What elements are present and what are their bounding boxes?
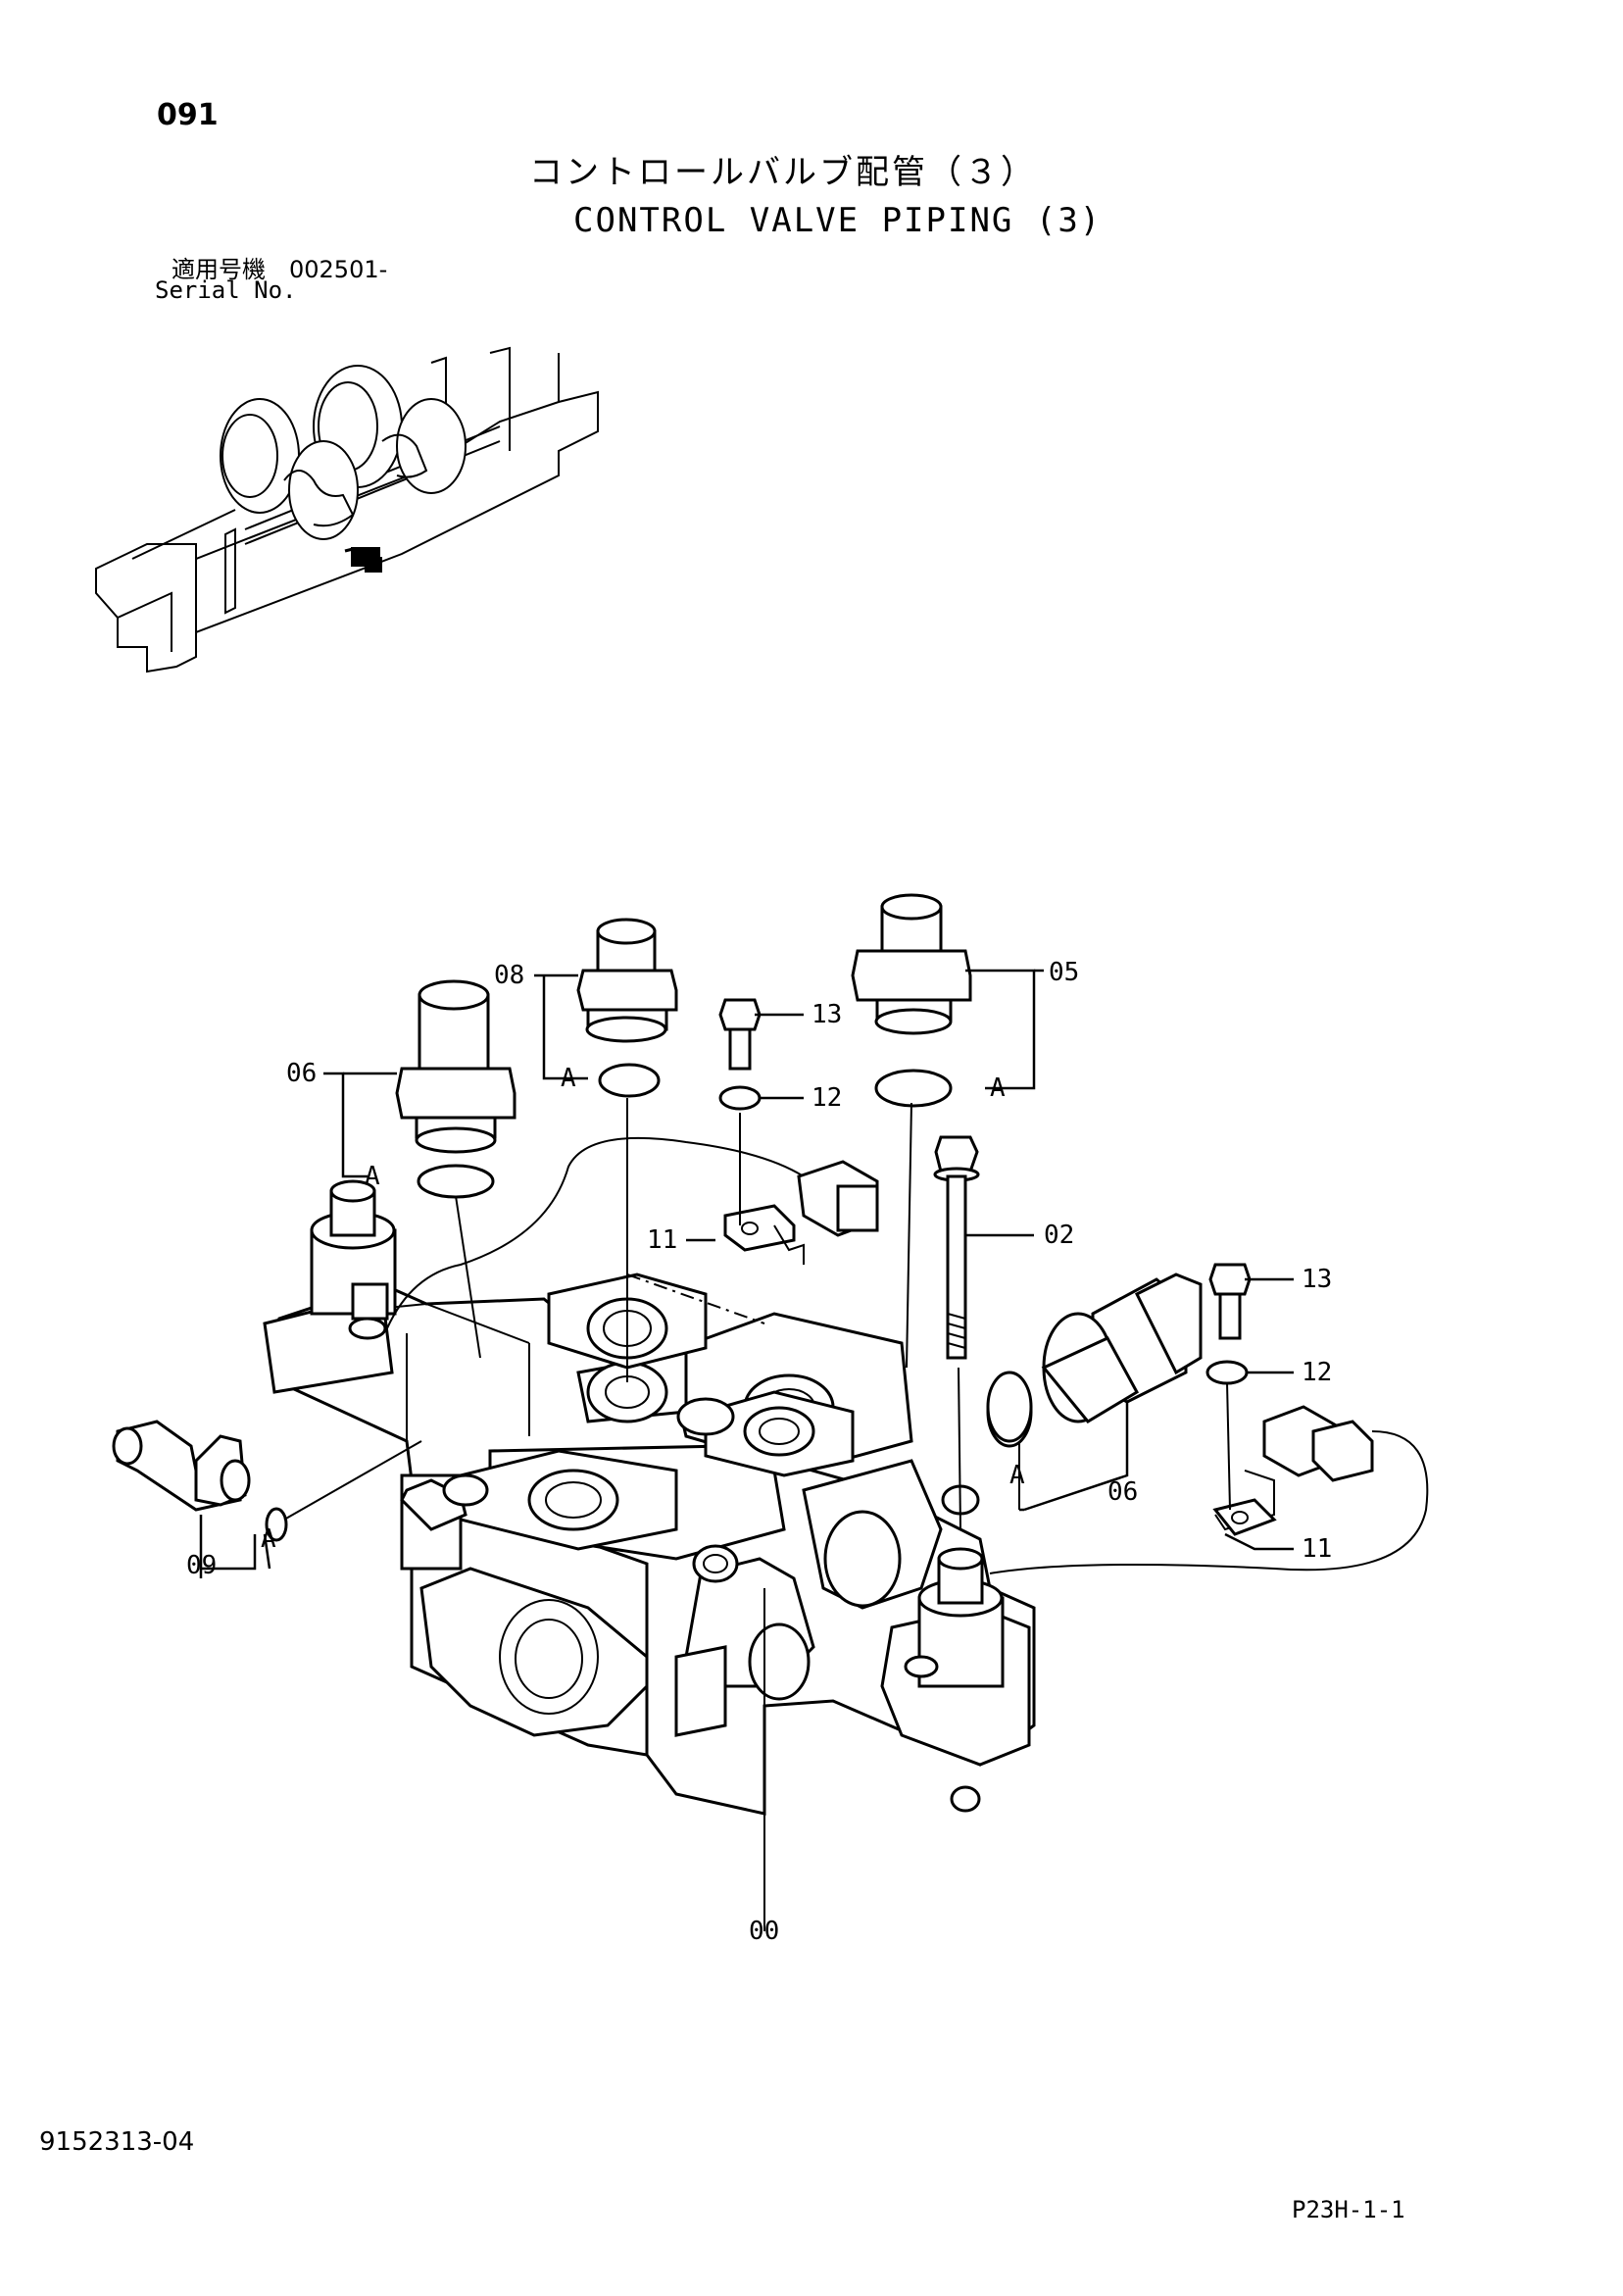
callout-12-upper: 12	[812, 1083, 842, 1113]
solenoid-valve-right	[904, 1547, 1005, 1688]
control-valve-body	[263, 1273, 1036, 1816]
callout-05: 05	[1049, 958, 1079, 987]
washer-12-lower	[1205, 1360, 1249, 1385]
bolt-13-upper	[718, 998, 762, 1071]
serial-number-label-japanese: 適用号機 002501-	[172, 256, 388, 283]
reference-a-fitting-06-upper: A	[365, 1162, 380, 1191]
page-number: 091	[157, 98, 219, 132]
fitting-05	[851, 893, 972, 1108]
callout-02: 02	[1044, 1221, 1074, 1250]
serial-number-label-english: Serial No.	[155, 276, 297, 304]
o-ring-06-lower	[986, 1371, 1033, 1443]
callout-09: 09	[186, 1551, 217, 1580]
elbow-fitting-09	[112, 1420, 288, 1542]
callout-13-lower: 13	[1302, 1265, 1332, 1294]
wire-harness-left	[386, 1136, 805, 1329]
fitting-06-upper	[395, 979, 516, 1199]
long-bolt-02	[933, 1135, 980, 1360]
callout-00: 00	[749, 1917, 779, 1946]
bolt-13-lower	[1208, 1263, 1252, 1340]
callout-06-upper: 06	[286, 1059, 317, 1088]
page-title-japanese: コントロールバルブ配管（３）	[529, 153, 1037, 192]
page-title-english: CONTROL VALVE PIPING (3)	[573, 201, 1103, 240]
reference-a-fitting-06-lower: A	[1009, 1461, 1025, 1490]
callout-11-upper: 11	[647, 1225, 677, 1255]
callout-12-lower: 12	[1302, 1358, 1332, 1387]
reference-a-fitting-08: A	[561, 1064, 576, 1093]
callout-11-lower: 11	[1302, 1534, 1332, 1564]
connector-lower	[1212, 1405, 1374, 1536]
callout-labels: 08 06 05 13 12 11 02 13 12 06 11 09 00 A…	[186, 958, 1332, 1946]
wire-harness-right	[989, 1430, 1429, 1574]
callout-06-lower: 06	[1107, 1477, 1138, 1507]
callout-brackets	[199, 969, 1294, 1578]
fitting-08	[576, 918, 678, 1098]
reference-a-elbow-09: A	[261, 1524, 276, 1554]
page-reference: P23H-1-1	[1292, 2196, 1405, 2223]
callout-08: 08	[494, 961, 524, 990]
locator-illustration	[95, 346, 599, 674]
callout-13-upper: 13	[812, 1000, 842, 1029]
washer-12-upper	[718, 1085, 762, 1111]
document-number: 9152313-04	[39, 2127, 195, 2157]
solenoid-valve-left	[310, 1179, 397, 1340]
leader-lines	[283, 1098, 1231, 1931]
connector-upper	[723, 1160, 879, 1265]
reference-a-fitting-05: A	[990, 1073, 1006, 1103]
